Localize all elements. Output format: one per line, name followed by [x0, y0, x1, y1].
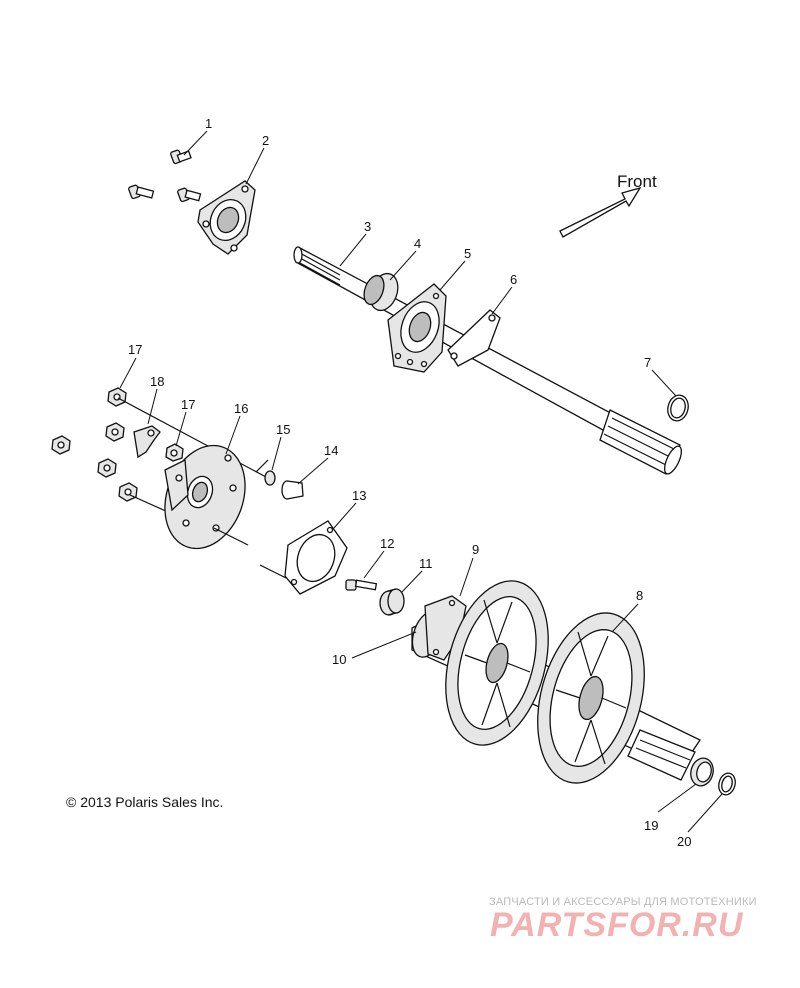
nuts-cluster — [51, 422, 138, 502]
callout-15: 15 — [276, 422, 290, 437]
callout-16: 16 — [234, 401, 248, 416]
callout-1: 1 — [205, 116, 212, 131]
callout-17: 17 — [128, 342, 142, 357]
bearing-flange-part-5 — [387, 283, 447, 373]
callout-5: 5 — [464, 246, 471, 261]
callout-labels: 1 2 3 4 5 6 7 8 9 10 11 12 13 14 15 16 1… — [128, 116, 691, 849]
callout-17b: 17 — [181, 397, 195, 412]
pin-part-14 — [281, 480, 304, 500]
flange-plate-part-2 — [197, 180, 256, 255]
sprocket-inner — [445, 580, 549, 746]
watermark-tagline: ЗАПЧАСТИ И АКСЕССУАРЫ ДЛЯ МОТОТЕХНИКИ — [489, 896, 757, 908]
bearing-part-19 — [690, 757, 714, 787]
callout-14: 14 — [324, 443, 338, 458]
callout-6: 6 — [510, 272, 517, 287]
sprocket-part-8 — [537, 612, 645, 784]
nut-part-17b — [165, 443, 184, 462]
bolt-part-1 — [128, 149, 202, 203]
callout-2: 2 — [262, 133, 269, 148]
nut-part-17 — [107, 387, 127, 407]
callout-8: 8 — [636, 588, 643, 603]
callout-12: 12 — [380, 536, 394, 551]
gasket-ring-part-6 — [447, 309, 501, 367]
bearing-part-4 — [363, 272, 399, 312]
callout-13: 13 — [352, 488, 366, 503]
gear-part-11 — [379, 588, 405, 616]
callout-11: 11 — [419, 556, 433, 571]
o-ring-part-7 — [667, 394, 689, 422]
upper-driveshaft-part-3 — [293, 246, 683, 475]
gasket-plate-part-13 — [284, 520, 348, 595]
brake-hub-part-16 — [164, 444, 246, 550]
front-label: Front — [617, 172, 657, 191]
callout-9: 9 — [472, 542, 479, 557]
leader-lines — [119, 130, 723, 833]
bracket-part-18 — [133, 425, 161, 459]
callout-19: 19 — [644, 818, 658, 833]
copyright-text: © 2013 Polaris Sales Inc. — [66, 794, 224, 810]
callout-18: 18 — [150, 374, 164, 389]
callout-3: 3 — [364, 219, 371, 234]
callout-7: 7 — [644, 355, 651, 370]
bolt-part-12 — [345, 579, 378, 591]
callout-10: 10 — [332, 652, 346, 667]
callout-4: 4 — [414, 236, 421, 251]
front-arrow-icon — [559, 186, 642, 238]
callout-20: 20 — [677, 834, 691, 849]
watermark-logo: PARTSFOR.RU — [490, 906, 744, 944]
o-ring-part-20 — [718, 772, 736, 796]
lock-washer-part-15 — [255, 459, 276, 486]
